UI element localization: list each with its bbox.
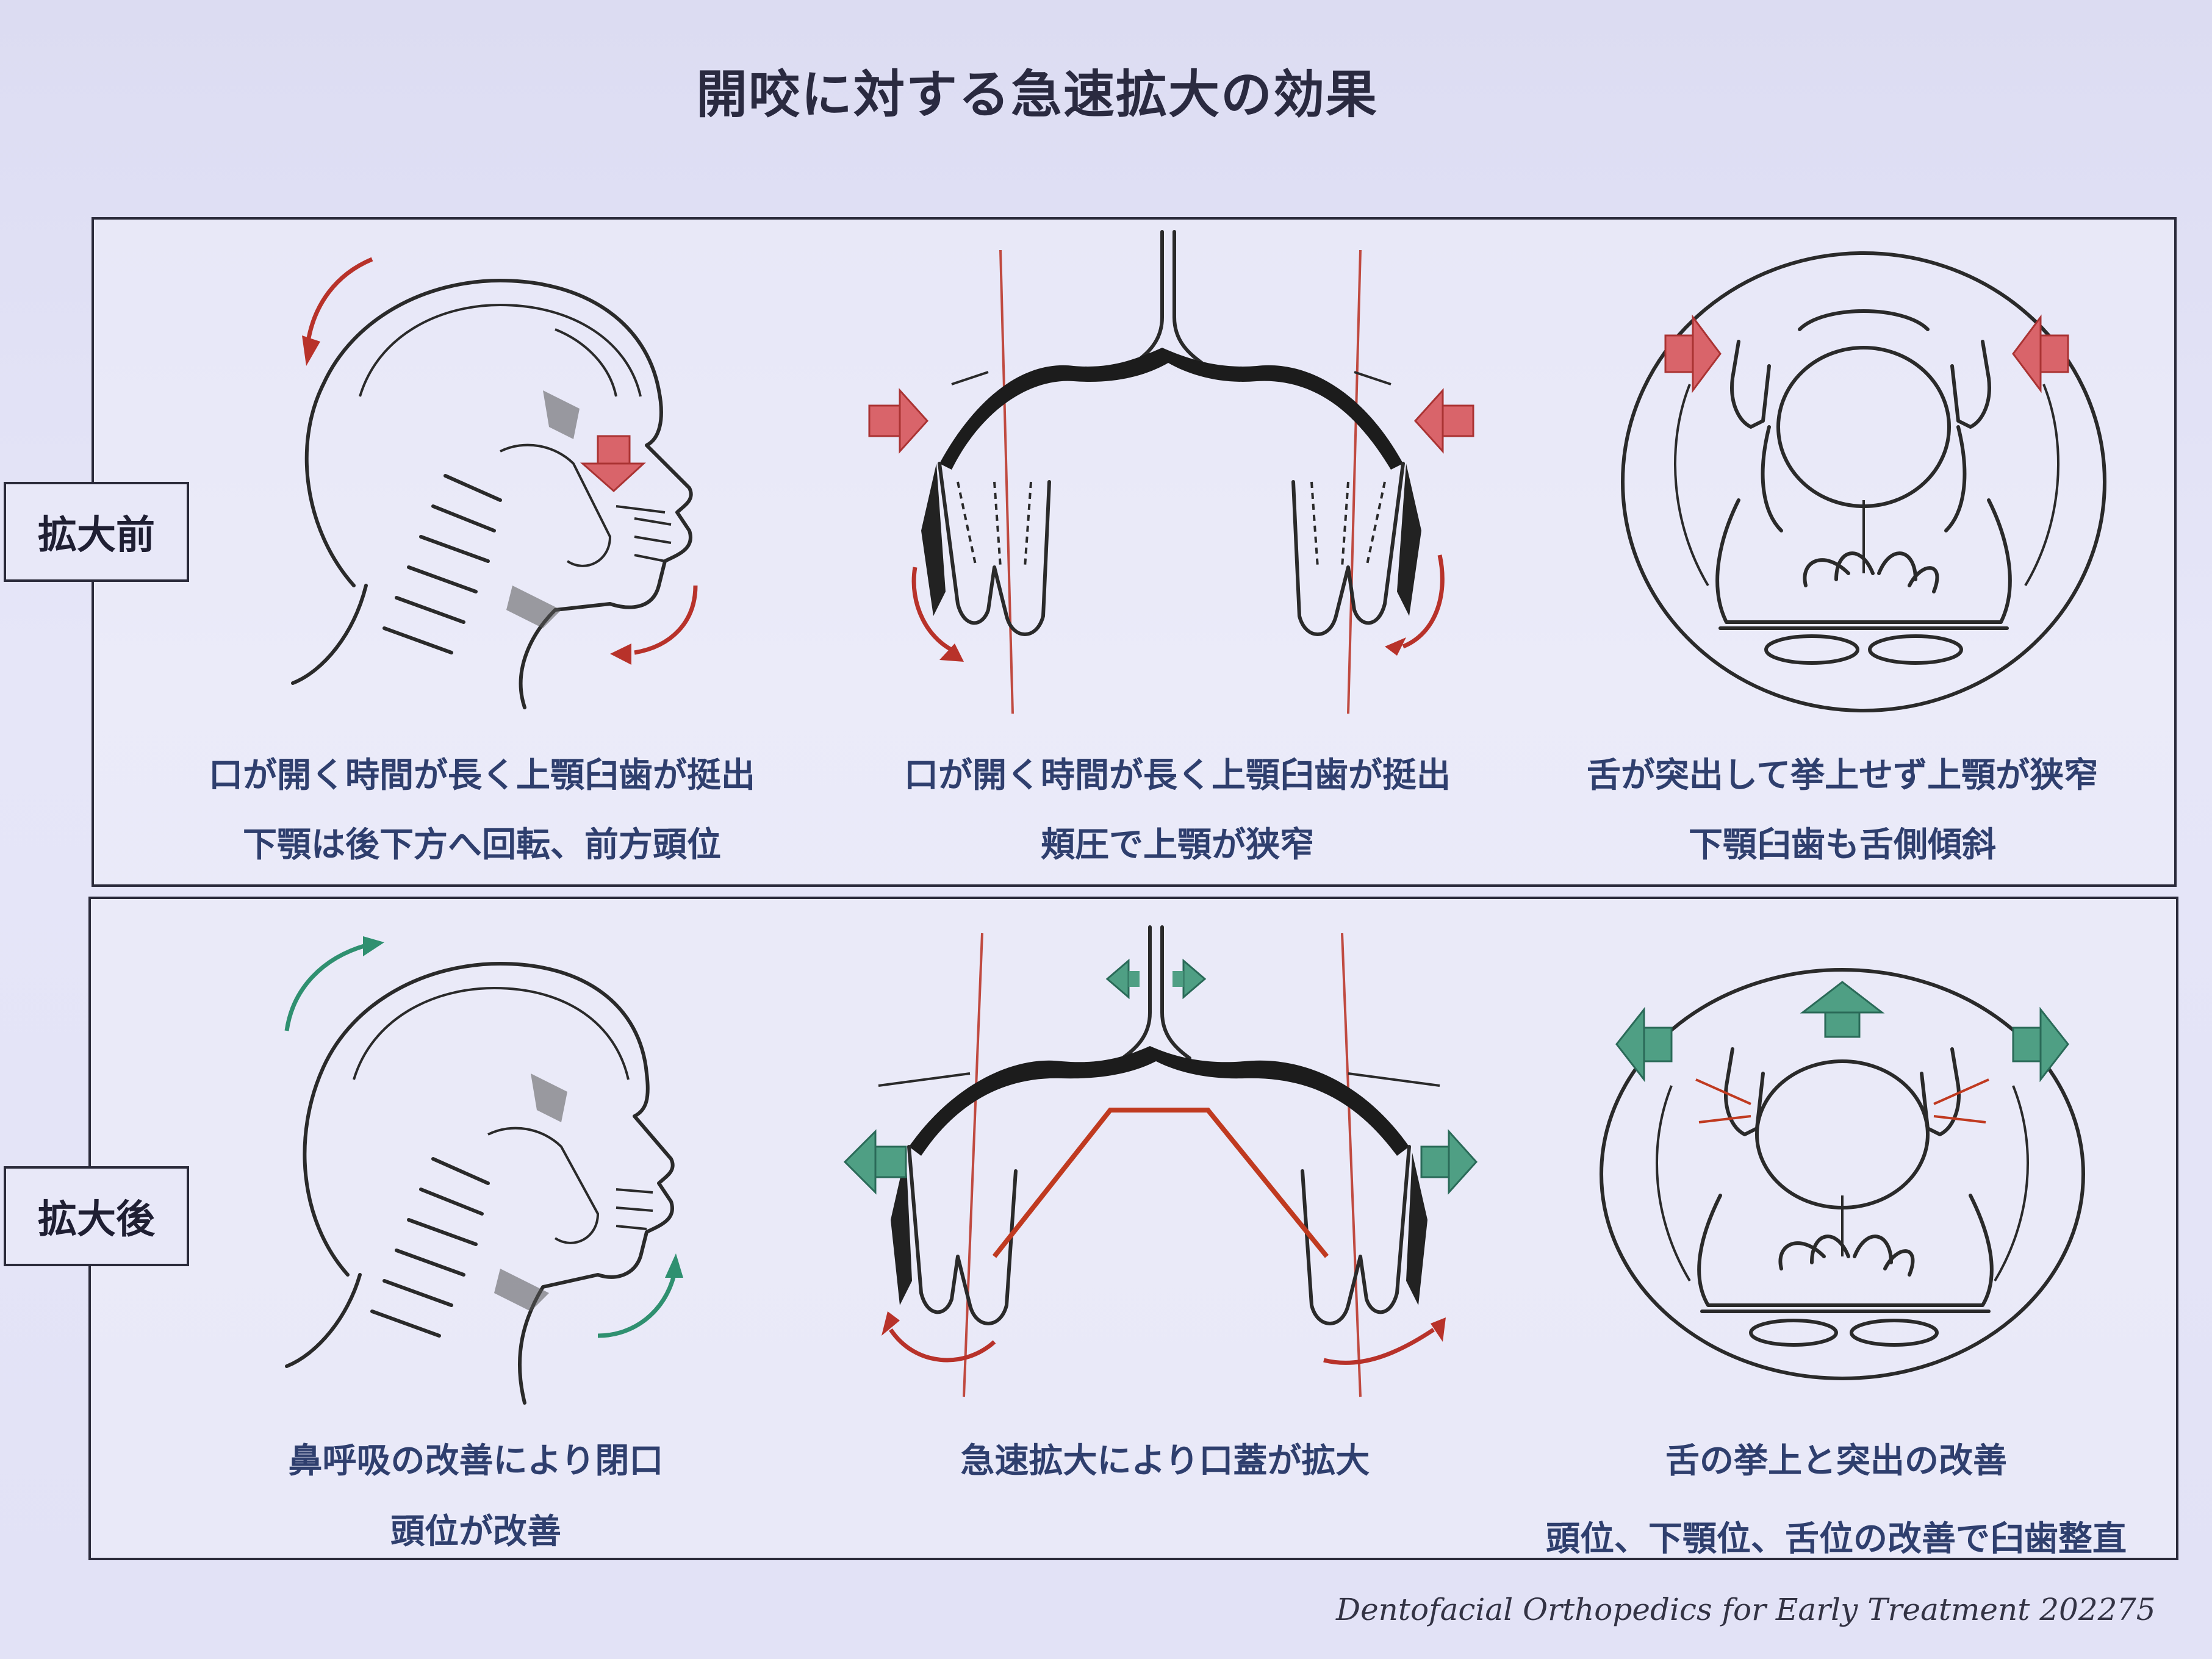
caption-after-arch-line2: 頭位、下顎位、舌位の改善で臼歯整直: [1546, 1519, 2127, 1559]
rotation-curve-icon: [284, 943, 367, 1031]
caption-before-palate-line1: 口が開く時間が長く上顎臼歯が挺出: [904, 756, 1451, 795]
expanded-palate-line: [992, 1108, 1329, 1258]
inward-arrow-icon-right: [1413, 388, 1474, 454]
inward-arrow-icon-left: [868, 388, 929, 454]
inward-arrow-icon-left: [1664, 314, 1722, 393]
arch-before-figure: [1621, 251, 2106, 712]
slide-title: 開咬に対する急速拡大の効果: [695, 65, 1378, 124]
caption-before-arch-line1: 舌が突出して挙上せず上顎が狭窄: [1586, 756, 2099, 795]
head-profile-before-figure: [291, 257, 698, 709]
suture-split-arrows-icon: [1105, 958, 1207, 1000]
caption-after-arch-line1: 舌の挙上と突出の改善: [1665, 1441, 2007, 1481]
outward-arrow-icon-right: [1420, 1129, 1478, 1195]
caption-after-head-line1: 鼻呼吸の改善により閉口: [288, 1441, 664, 1481]
inward-arrow-icon-right: [2012, 314, 2069, 393]
outward-arrow-icon-left: [843, 1129, 907, 1195]
section-label-after: 拡大後: [4, 1166, 189, 1266]
connector-line: [92, 217, 94, 482]
up-arrow-icon: [1800, 981, 1885, 1038]
connector-line: [92, 582, 94, 881]
palate-after-figure: [843, 925, 1478, 1397]
panel-before-expansion: [92, 217, 2177, 887]
outward-arrow-icon-right: [2012, 1006, 2069, 1083]
down-arrow-icon: [580, 435, 646, 493]
section-label-before: 拡大前: [4, 482, 189, 582]
caption-before-head-line2: 下顎は後下方へ回転、前方頭位: [243, 825, 721, 865]
footer-text: Dentofacial Orthopedics for Early Treatm…: [1336, 1592, 2117, 1627]
caption-before-arch-line2: 下顎臼歯も舌側傾斜: [1689, 825, 1996, 865]
caption-before-palate-line2: 頬圧で上顎が狭窄: [1041, 825, 1314, 865]
connector-line: [88, 897, 91, 1166]
caption-after-palate-line1: 急速拡大により口蓋が拡大: [960, 1441, 1370, 1481]
caption-after-head-line2: 頭位が改善: [390, 1512, 561, 1552]
outward-arrow-icon-left: [1615, 1006, 1673, 1083]
palate-before-figure: [868, 230, 1474, 714]
rotation-curve-icon: [306, 257, 373, 342]
page-number: 75: [2117, 1592, 2156, 1627]
head-profile-after-figure: [284, 936, 683, 1405]
caption-before-head-line1: 口が開く時間が長く上顎臼歯が挺出: [209, 756, 755, 795]
arch-after-figure: [1600, 968, 2085, 1380]
connector-line: [88, 1266, 91, 1557]
